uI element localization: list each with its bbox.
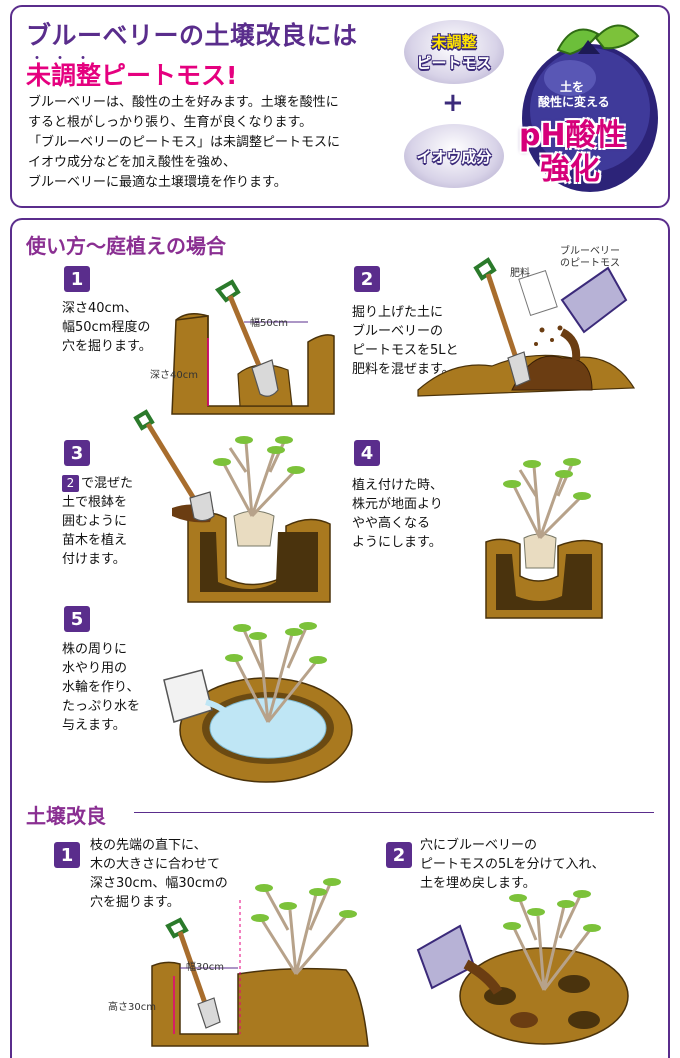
ingredient-label: ピートモス [416, 54, 492, 72]
intro-text: ブルーベリーは、酸性の土を好みます。土壌を酸性に すると根がしっかり張り、生育が… [28, 93, 408, 193]
badge-strengthen-text: 強化 [540, 152, 600, 187]
step-line: 肥料を混ぜます。 [352, 362, 455, 377]
intro-line: 「ブルーベリーのピートモス」は未調整ピートモスに [28, 135, 341, 150]
soil-step-1-text: 枝の先端の直下に、 木の大きさに合わせて 深さ30cm、幅30cmの 穴を掘りま… [90, 836, 228, 912]
step-line: 株の周りに [62, 642, 128, 657]
step-line: 付けます。 [62, 552, 126, 567]
dig-near-tree-illustration [151, 878, 369, 1047]
step-line: 土を埋め戻します。 [420, 876, 536, 891]
soil-step-2-text: 穴にブルーベリーの ピートモスの5Lを分けて入れ、 土を埋め戻します。 [420, 836, 605, 893]
section-title-soil-improvement: 土壌改良 [26, 804, 106, 828]
ingredient-peat-moss: 未調整 ピートモス [404, 20, 504, 84]
step-line: やや高くなる [352, 516, 431, 531]
step-line: 深さ30cm、幅30cmの [90, 876, 228, 891]
step-number: 3 [64, 440, 90, 466]
step-line: 植え付けた時、 [352, 478, 444, 493]
step-line: 囲むように [62, 514, 128, 529]
watering-bucket-icon [163, 669, 213, 723]
intro-line: ブルーベリーに最適な土壌環境を作ります。 [28, 175, 287, 190]
step-line: 穴を掘ります。 [62, 339, 152, 354]
step-number: 2 [354, 266, 380, 292]
step-line: 深さ40cm、 [62, 301, 138, 316]
step-line: 穴を掘ります。 [90, 895, 180, 910]
step-line: ようにします。 [352, 535, 442, 550]
step-line: ピートモスを5Lと [352, 343, 459, 358]
step-line: 木の大きさに合わせて [90, 857, 221, 872]
step-1-text: 深さ40cm、 幅50cm程度の 穴を掘ります。 [62, 299, 152, 356]
headline: ブルーベリーの土壌改良には [26, 21, 358, 50]
step-2-text: 掘り上げた土に ブルーベリーの ピートモスを5Lと 肥料を混ぜます。 [352, 303, 459, 379]
height-label: 高さ30cm [108, 1002, 156, 1013]
step-line: 掘り上げた土に [352, 305, 444, 320]
step-number: 2 [386, 842, 412, 868]
depth-label: 深さ40cm [150, 370, 198, 381]
step-line: 穴にブルーベリーの [420, 838, 538, 853]
step-line: 水輪を作り、 [62, 680, 140, 695]
step-line: 幅50cm程度の [62, 320, 151, 335]
step-line: 土で根鉢を [62, 495, 128, 510]
plant-seedling-illustration [133, 409, 331, 603]
shovel-icon [214, 279, 279, 397]
product-label-line: のピートモス [560, 258, 620, 269]
step-line: ピートモスの5Lを分けて入れ、 [420, 857, 605, 872]
step-number: 1 [54, 842, 80, 868]
step-line: 苗木を植え [62, 533, 128, 548]
step-number: 1 [64, 266, 90, 292]
plus-sign: + [442, 88, 464, 118]
ingredient-label: イオウ成分 [416, 147, 492, 166]
blueberry-badge-icon [522, 24, 658, 192]
step-line: 株元が地面より [352, 497, 443, 512]
fill-peat-illustration [416, 890, 629, 1045]
step-line: で混ぜた [81, 476, 134, 491]
step-line: ブルーベリーの [352, 324, 444, 339]
ingredient-label: 未調整 [431, 33, 477, 51]
section-title-garden-planting: 使い方〜庭植えの場合 [26, 234, 226, 258]
step-5-text: 株の周りに 水やり用の 水輪を作り、 たっぷり水を 与えます。 [62, 640, 140, 735]
badge-text: 土を [560, 80, 585, 94]
mix-peat-illustration [417, 257, 636, 397]
emphasis-dots: ・・・ [30, 51, 99, 67]
width-label: 幅50cm [250, 318, 288, 329]
product-label: ブルーベリー のピートモス [560, 246, 620, 270]
planted-seedling-illustration [485, 458, 603, 619]
step-4-text: 植え付けた時、 株元が地面より やや高くなる ようにします。 [352, 476, 443, 552]
step-number: 4 [354, 440, 380, 466]
badge-text: 酸性に変える [538, 95, 610, 109]
watering-illustration [163, 622, 353, 783]
step-number: 5 [64, 606, 90, 632]
headline-emphasis: 未調整ピートモス! [26, 61, 238, 90]
section-divider [134, 812, 654, 813]
width-label: 幅30cm [186, 962, 224, 973]
step-reference: 2 [62, 475, 79, 492]
step-line: 枝の先端の直下に、 [90, 838, 207, 853]
intro-line: ブルーベリーは、酸性の土を好みます。土壌を酸性に [28, 95, 339, 110]
badge-ph-text: pH酸性 [519, 118, 626, 153]
step-line: たっぷり水を [62, 699, 141, 714]
product-label-line: ブルーベリー [560, 246, 620, 257]
step-line: 与えます。 [62, 718, 126, 733]
step-line: 水やり用の [62, 661, 128, 676]
intro-line: イオウ成分などを加え酸性を強め、 [28, 155, 237, 170]
ingredient-sulfur: イオウ成分 [404, 124, 504, 188]
fertilizer-label: 肥料 [510, 268, 530, 279]
intro-line: すると根がしっかり張り、生育が良くなります。 [28, 115, 313, 130]
